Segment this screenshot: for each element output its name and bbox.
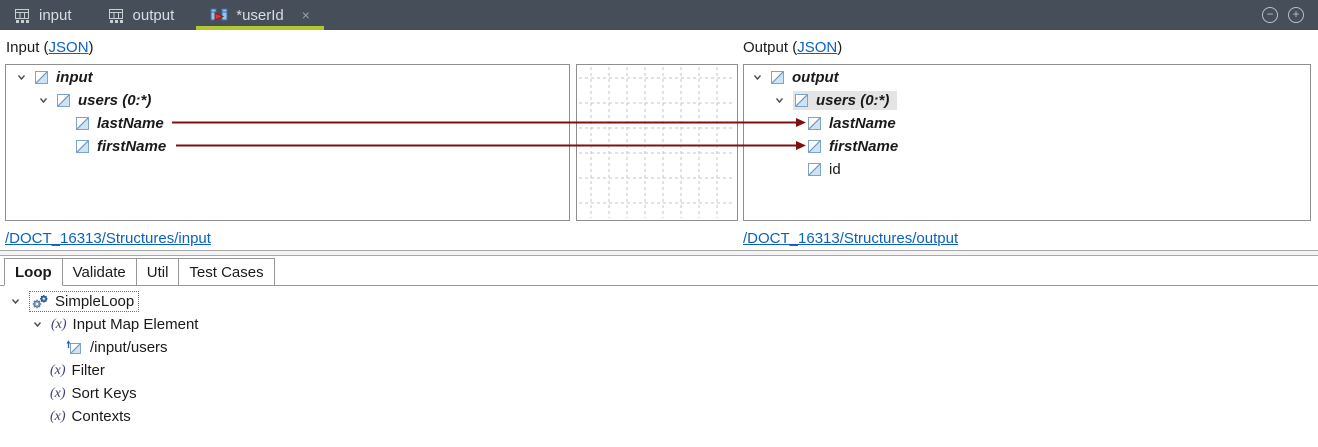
output-tree: output users (0:*) lastName firstName id <box>744 65 1310 181</box>
tab-test-cases[interactable]: Test Cases <box>179 258 275 285</box>
tab-userid-active[interactable]: *userId × <box>196 0 324 30</box>
tree-row-input[interactable]: input <box>6 66 569 89</box>
tree-row-users-selected[interactable]: users (0:*) <box>744 89 1310 112</box>
output-json-link[interactable]: JSON <box>797 39 838 56</box>
element-icon <box>795 94 808 107</box>
function-icon: (x) <box>50 362 66 378</box>
tab-input[interactable]: input <box>0 0 86 30</box>
output-tree-panel: output users (0:*) lastName firstName id <box>743 64 1311 221</box>
element-icon <box>57 94 70 107</box>
tree-item-label: users (0:*) <box>78 92 152 109</box>
chevron-down-icon[interactable] <box>32 319 43 330</box>
selected-row-highlight: users (0:*) <box>793 91 898 110</box>
tab-label: *userId <box>236 6 284 24</box>
input-header-suffix: ) <box>88 39 94 56</box>
element-icon <box>76 140 89 153</box>
tab-loop[interactable]: Loop <box>4 258 63 286</box>
chevron-down-icon[interactable] <box>774 95 785 106</box>
element-icon <box>808 140 821 153</box>
close-icon[interactable]: × <box>301 7 310 23</box>
view-controls: − + <box>1262 0 1318 30</box>
tab-label: Test Cases <box>189 263 264 281</box>
tree-row-contexts[interactable]: (x) Contexts <box>0 405 700 428</box>
tree-item-label: firstName <box>97 138 167 155</box>
mapping-icon <box>210 8 228 21</box>
output-header: Output (JSON) <box>743 39 842 56</box>
tree-row-lastname[interactable]: lastName <box>744 112 1310 135</box>
function-icon: (x) <box>51 316 67 332</box>
tree-row-simpleloop[interactable]: SimpleLoop <box>0 290 700 313</box>
tree-item-label: firstName <box>829 138 899 155</box>
editor-tab-bar: input output *userId × <box>0 0 1318 30</box>
maximize-icon[interactable]: + <box>1288 7 1304 23</box>
tree-row-output[interactable]: output <box>744 66 1310 89</box>
tree-row-filter[interactable]: (x) Filter <box>0 359 700 382</box>
tab-label: output <box>132 6 175 24</box>
tree-item-label: Contexts <box>71 408 131 425</box>
tree-row-input-map-element[interactable]: (x) Input Map Element <box>0 313 700 336</box>
function-icon: (x) <box>50 408 66 424</box>
function-icon: (x) <box>50 385 66 401</box>
tree-item-label: /input/users <box>90 339 168 356</box>
tree-item-label: lastName <box>97 115 164 132</box>
tree-row-users[interactable]: users (0:*) <box>6 89 569 112</box>
tree-row-lastname[interactable]: lastName <box>6 112 569 135</box>
element-ref-icon <box>66 340 81 354</box>
tab-label: Util <box>146 263 169 281</box>
tree-row-firstname[interactable]: firstName <box>6 135 569 158</box>
tree-item-label: lastName <box>829 115 896 132</box>
link-label[interactable]: /DOCT_16313/Structures/input <box>5 230 211 247</box>
tab-validate[interactable]: Validate <box>62 258 137 285</box>
tree-item-label: users (0:*) <box>816 92 890 109</box>
chevron-down-icon[interactable] <box>38 95 49 106</box>
chevron-down-icon[interactable] <box>10 296 21 307</box>
input-header-text: Input ( <box>6 39 49 56</box>
tree-item-label: output <box>792 69 839 86</box>
element-icon <box>771 71 784 84</box>
tree-item-label: Input Map Element <box>72 316 199 333</box>
gears-icon <box>32 294 48 308</box>
element-icon <box>808 163 821 176</box>
horizontal-splitter[interactable] <box>0 250 1318 256</box>
input-structure-path-link[interactable]: /DOCT_16313/Structures/input <box>5 230 211 247</box>
mapping-grid <box>579 67 735 218</box>
element-icon <box>76 117 89 130</box>
output-header-text: Output ( <box>743 39 798 56</box>
input-header: Input (JSON) <box>6 39 94 56</box>
tree-item-label: Sort Keys <box>71 385 137 402</box>
chevron-down-icon[interactable] <box>752 72 763 83</box>
loop-tree: SimpleLoop (x) Input Map Element /input/… <box>0 290 700 428</box>
tab-util[interactable]: Util <box>136 258 180 285</box>
focused-row-outline: SimpleLoop <box>29 291 140 312</box>
link-label[interactable]: /DOCT_16313/Structures/output <box>743 230 959 247</box>
tree-item-label: id <box>829 161 841 178</box>
bottom-tab-bar: Loop Validate Util Test Cases <box>0 258 1318 286</box>
tree-row-firstname[interactable]: firstName <box>744 135 1310 158</box>
tab-label: input <box>39 6 72 24</box>
tree-row-id[interactable]: id <box>744 158 1310 181</box>
tree-item-label: input <box>56 69 93 86</box>
output-header-suffix: ) <box>837 39 843 56</box>
tree-item-label: Filter <box>71 362 105 379</box>
structure-icon <box>108 8 123 23</box>
tree-row-sort-keys[interactable]: (x) Sort Keys <box>0 382 700 405</box>
input-tree-panel: input users (0:*) lastName firstName <box>5 64 570 221</box>
minimize-icon[interactable]: − <box>1262 7 1278 23</box>
output-structure-path-link[interactable]: /DOCT_16313/Structures/output <box>743 230 958 247</box>
input-json-link[interactable]: JSON <box>48 39 89 56</box>
tab-label: Validate <box>72 263 126 281</box>
mapping-canvas[interactable] <box>576 64 738 221</box>
element-icon <box>35 71 48 84</box>
tree-row-input-users-path[interactable]: /input/users <box>0 336 700 359</box>
tab-label: Loop <box>15 263 52 281</box>
element-icon <box>808 117 821 130</box>
tab-output[interactable]: output <box>94 0 189 30</box>
tree-item-label: SimpleLoop <box>55 293 135 310</box>
input-tree: input users (0:*) lastName firstName <box>6 65 569 158</box>
chevron-down-icon[interactable] <box>16 72 27 83</box>
structure-icon <box>15 8 29 23</box>
